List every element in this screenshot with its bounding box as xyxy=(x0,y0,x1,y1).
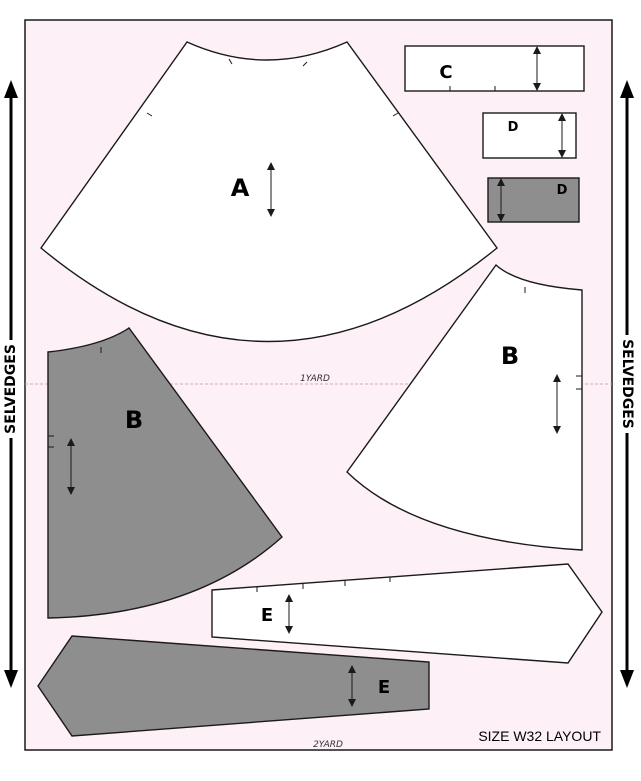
arrow-up-icon xyxy=(4,80,18,98)
piece-b-white-label: B xyxy=(501,342,519,370)
piece-c-label: C xyxy=(439,62,452,83)
piece-a: A xyxy=(40,41,498,343)
piece-d-shaded: D xyxy=(487,177,580,223)
yard-1-label: 1YARD xyxy=(300,374,330,384)
piece-c: C xyxy=(404,45,585,92)
piece-e-shaded-label: E xyxy=(378,677,390,698)
piece-b-white: B xyxy=(346,263,583,551)
arrow-down-icon xyxy=(4,670,18,688)
piece-e-shaded: E xyxy=(37,635,430,737)
yard-2-label: 2YARD xyxy=(313,740,343,750)
selvedge-left-label: SELVEDGES xyxy=(3,344,19,434)
arrow-down-icon xyxy=(620,670,634,688)
selvedge-right-indicator: SELVEDGES xyxy=(619,80,635,688)
piece-d-white-label: D xyxy=(508,120,519,135)
piece-b-shaded: B xyxy=(47,327,283,619)
piece-a-label: A xyxy=(231,174,250,202)
layout-size-title: SIZE W32 LAYOUT xyxy=(478,728,601,744)
selvedge-right-label: SELVEDGES xyxy=(619,339,635,429)
piece-b-shaded-label: B xyxy=(125,406,143,434)
piece-e-white-label: E xyxy=(261,605,273,626)
piece-e-white: E xyxy=(211,563,603,664)
piece-d-shaded-label: D xyxy=(557,183,568,198)
selvedge-left-indicator: SELVEDGES xyxy=(3,80,19,688)
piece-d-white: D xyxy=(482,112,577,159)
arrow-up-icon xyxy=(620,80,634,98)
